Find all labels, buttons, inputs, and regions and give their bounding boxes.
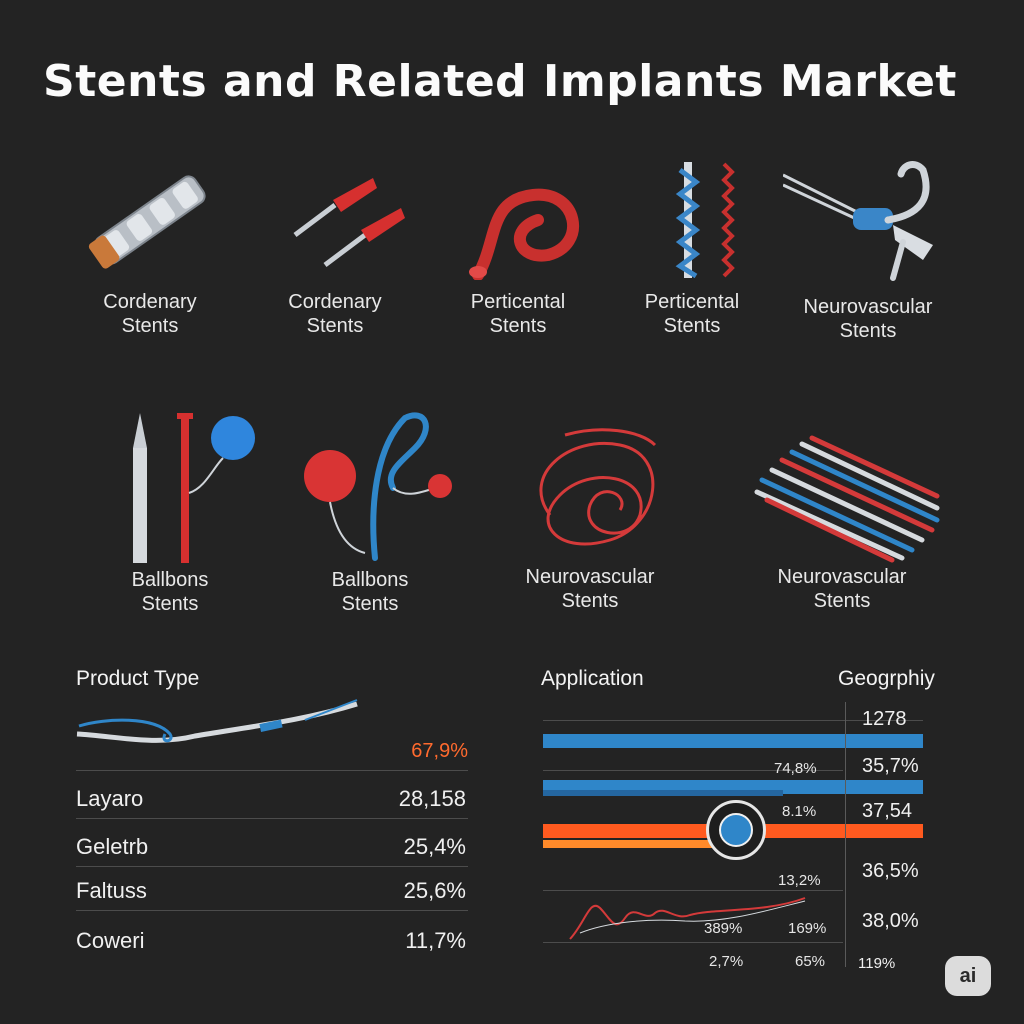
product-name: Neurovascular: [777, 566, 907, 588]
catheter-tips-icon: [293, 178, 405, 267]
bar-blue-2-shadow: [543, 790, 783, 796]
product-name: Perticental: [644, 291, 740, 313]
geography-value: 1278: [862, 708, 907, 730]
application-label: 65%: [795, 953, 826, 970]
product-card-9: Neurovascular Stents: [742, 430, 942, 613]
geography-heading: Geogrphiy: [838, 667, 935, 690]
table-row: Layaro 28,158: [76, 778, 468, 819]
product-name: Perticental: [470, 291, 566, 313]
table-row: Geletrb 25,4%: [76, 826, 468, 867]
row-name: Faltuss: [76, 878, 147, 903]
table-row: Faltuss 25,6%: [76, 870, 468, 911]
product-category: Stents: [141, 593, 199, 615]
product-card-1: Cordenary Stents: [50, 160, 250, 338]
geography-value: 38,0%: [862, 910, 919, 932]
application-divider: [543, 770, 843, 771]
application-label: 74,8%: [774, 760, 817, 777]
metal-stent-icon: [88, 175, 206, 269]
top-share-value: 67,9%: [411, 740, 468, 762]
application-label: 389%: [704, 920, 743, 937]
application-label: 8.1%: [782, 803, 817, 820]
product-name: Neurovascular: [525, 566, 655, 588]
application-label: 13,2%: [778, 872, 821, 889]
red-tube-icon: [469, 188, 580, 280]
product-category: Stents: [489, 315, 547, 337]
product-card-2: Cordenary Stents: [235, 160, 435, 338]
geography-value: 37,54: [862, 800, 913, 822]
product-type-top-row: [76, 730, 468, 771]
product-card-3: Perticental Stents: [418, 160, 618, 338]
coiled-stents-icon: [675, 162, 735, 279]
application-divider: [543, 942, 843, 943]
row-name: Geletrb: [76, 834, 149, 859]
product-category: Stents: [813, 590, 871, 612]
row-name: Layaro: [76, 786, 144, 811]
bar-orange-2: [543, 840, 723, 848]
ai-badge: ai: [945, 956, 991, 996]
product-card-6: Ballbons Stents: [70, 408, 270, 616]
product-name: Neurovascular: [803, 296, 933, 318]
row-value: 25,6%: [403, 878, 466, 903]
geography-value: 119%: [858, 955, 896, 972]
application-label: 2,7%: [709, 953, 744, 970]
product-type-heading: Product Type: [76, 667, 200, 690]
product-card-5: Neurovascular Stents: [768, 160, 968, 343]
geography-value: 36,5%: [862, 860, 919, 882]
application-divider: [543, 720, 923, 721]
catheter-line-icon: [76, 699, 358, 743]
page-title: Stents and Related Implants Market: [43, 56, 957, 107]
geography-divider: [845, 702, 846, 967]
bar-blue-1: [543, 734, 923, 748]
balloon-catheter-icon: [133, 413, 255, 563]
product-card-7: Ballbons Stents: [270, 408, 470, 616]
product-name: Cordenary: [288, 291, 382, 313]
balloon-wire-icon: [304, 412, 452, 561]
trend-line-icon: [569, 897, 806, 940]
product-name: Ballbons: [331, 569, 409, 591]
product-name: Cordenary: [103, 291, 197, 313]
product-category: Stents: [561, 590, 619, 612]
row-value: 28,158: [398, 786, 466, 811]
product-name: Ballbons: [131, 569, 209, 591]
neuro-device-icon: [783, 161, 933, 281]
wire-bundle-icon: [754, 435, 940, 563]
product-card-4: Perticental Stents: [592, 160, 792, 338]
row-value: 25,4%: [403, 834, 466, 859]
table-row: Coweri 11,7%: [76, 920, 468, 960]
product-category: Stents: [306, 315, 364, 337]
product-category: Stents: [121, 315, 179, 337]
application-heading: Application: [541, 667, 644, 690]
target-marker-center: [719, 813, 753, 847]
row-value: 11,7%: [405, 928, 466, 953]
target-marker-icon: [706, 800, 766, 860]
product-category: Stents: [839, 320, 897, 342]
geography-value: 35,7%: [862, 755, 919, 777]
product-category: Stents: [341, 593, 399, 615]
application-label: 169%: [788, 920, 827, 937]
tangled-wire-icon: [539, 428, 657, 546]
row-name: Coweri: [76, 928, 145, 953]
application-divider: [543, 890, 843, 891]
product-card-8: Neurovascular Stents: [490, 415, 690, 613]
product-category: Stents: [663, 315, 721, 337]
